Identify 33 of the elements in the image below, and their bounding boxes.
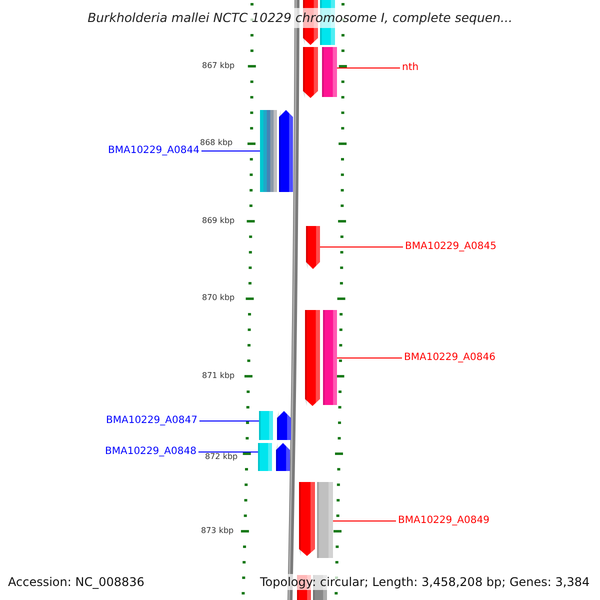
gene-feature: [303, 47, 318, 98]
gene-feature: [279, 110, 293, 192]
scale-label: 872 kbp: [205, 452, 238, 462]
gene-feature: [276, 443, 290, 471]
scale-label: 868 kbp: [200, 138, 233, 148]
gene-feature: [277, 411, 291, 440]
gene-label: BMA10229_A0847: [106, 415, 198, 427]
footer-text: Accession: NC_008836: [8, 574, 144, 590]
gene-label: BMA10229_A0848: [105, 446, 196, 458]
scale-label: 871 kbp: [202, 371, 235, 381]
gene-label: BMA10229_A0844: [108, 145, 200, 157]
gene-bar: [258, 443, 272, 471]
scale-label: 869 kbp: [202, 216, 235, 226]
footer-text: Topology: circular; Length: 3,458,208 bp; Genes: 3,384: [260, 574, 590, 590]
gene-bar: [259, 411, 273, 440]
gene-feature: [306, 226, 320, 269]
gene-label: BMA10229_A0846: [404, 352, 496, 364]
leader-line: [198, 420, 260, 422]
gene-label: nth: [402, 62, 419, 74]
scale-label: 873 kbp: [201, 526, 234, 536]
leader-line: [320, 246, 404, 248]
scale-label: 870 kbp: [202, 293, 235, 303]
leader-line: [332, 520, 396, 522]
gene-bar: [317, 482, 333, 558]
gene-bar: [322, 47, 337, 97]
gene-label: BMA10229_A0845: [405, 241, 496, 253]
leader-line: [200, 150, 260, 152]
gene-feature: [305, 310, 320, 406]
scale-label: 867 kbp: [202, 61, 235, 71]
gene-bar: [323, 310, 337, 405]
gene-bar: [260, 110, 277, 192]
gene-feature: [299, 482, 315, 556]
gene-label: BMA10229_A0849: [398, 515, 490, 527]
